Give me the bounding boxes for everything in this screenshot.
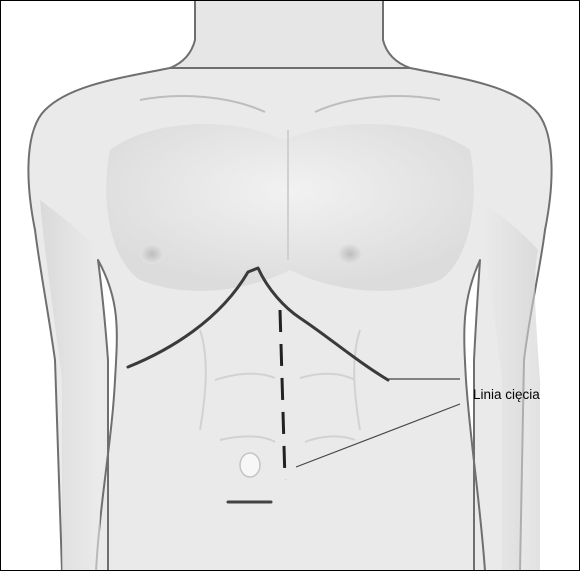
chest-shading bbox=[106, 124, 474, 291]
incision-label: Linia cięcia bbox=[473, 387, 540, 402]
right-nipple bbox=[338, 244, 362, 264]
left-nipple bbox=[140, 244, 164, 264]
neck bbox=[170, 0, 410, 68]
navel bbox=[240, 453, 260, 477]
